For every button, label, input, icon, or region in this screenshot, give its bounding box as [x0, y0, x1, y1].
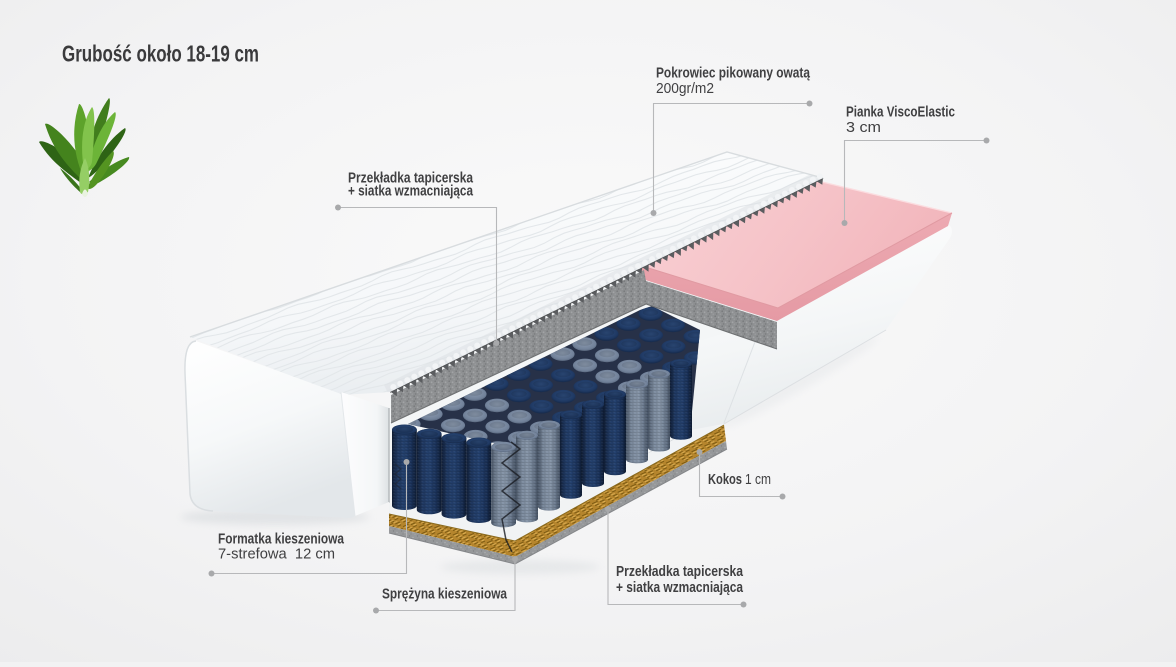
svg-text:Grubość około 18-19 cm: Grubość około 18-19 cm: [62, 41, 259, 67]
svg-text:1 cm: 1 cm: [745, 471, 771, 488]
svg-text:Przekładka tapicerska: Przekładka tapicerska: [348, 170, 473, 187]
svg-text:Przekładka tapicerska: Przekładka tapicerska: [616, 563, 743, 580]
svg-text:Formatka kieszeniowa: Formatka kieszeniowa: [218, 531, 344, 548]
svg-text:3 cm: 3 cm: [846, 119, 881, 136]
svg-text:Pianka ViscoElastic: Pianka ViscoElastic: [846, 104, 955, 121]
svg-text:Pokrowiec pikowany owatą: Pokrowiec pikowany owatą: [656, 65, 810, 82]
svg-text:200gr/m2: 200gr/m2: [656, 80, 714, 97]
svg-text:Sprężyna kieszeniowa: Sprężyna kieszeniowa: [382, 586, 507, 603]
svg-text:7-strefowa 12 cm: 7-strefowa 12 cm: [218, 546, 335, 563]
svg-text:+ siatka wzmacniająca: + siatka wzmacniająca: [616, 579, 743, 596]
svg-text:+ siatka wzmacniająca: + siatka wzmacniająca: [348, 183, 473, 200]
svg-text:Kokos: Kokos: [708, 471, 742, 488]
